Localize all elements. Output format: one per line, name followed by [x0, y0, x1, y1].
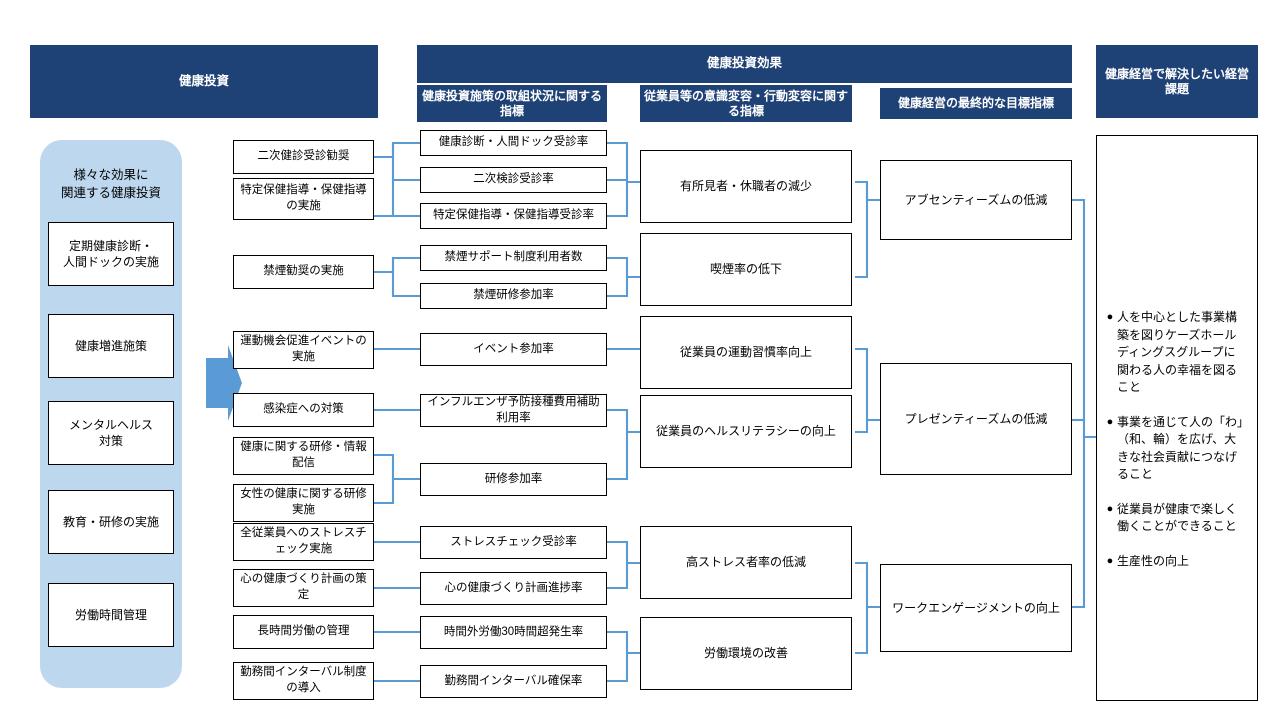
behavior-box-2[interactable]: 従業員の運動習慣率向上 — [640, 316, 852, 389]
measure-box-9[interactable]: 長時間労働の管理 — [233, 615, 374, 649]
investment-item-2[interactable]: メンタルヘルス 対策 — [48, 401, 174, 465]
issue-item-3-text: 生産性の向上 — [1117, 553, 1190, 568]
investment-item-0-line1: 定期健康診断・ — [68, 238, 153, 253]
behavior-box-3[interactable]: 従業員のヘルスリテラシーの向上 — [640, 395, 852, 468]
measure-box-1[interactable]: 特定保健指導・保健指導の実施 — [233, 178, 374, 220]
investment-panel-title-line1: 様々な効果に — [73, 168, 149, 182]
investment-item-0-line2: 人間ドックの実施 — [62, 255, 159, 269]
investment-panel-title-line2: 関連する健康投資 — [60, 186, 161, 201]
goal-box-2[interactable]: ワークエンゲージメントの向上 — [880, 564, 1072, 652]
banner-col-behavior: 従業員等の意識変容・行動変容に関する指標 — [640, 85, 852, 122]
measure-box-3[interactable]: 運動機会促進イベントの実施 — [233, 331, 374, 369]
behavior-box-4[interactable]: 高ストレス者率の低減 — [640, 526, 852, 599]
measure-box-4[interactable]: 感染症への対策 — [233, 393, 374, 427]
indicator-box-8[interactable]: ストレスチェック受診率 — [420, 526, 607, 559]
indicator-box-0[interactable]: 健康診断・人間ドック受診率 — [420, 130, 607, 156]
measure-box-6[interactable]: 女性の健康に関する研修実施 — [233, 484, 374, 522]
investment-item-4[interactable]: 労働時間管理 — [48, 583, 174, 647]
indicator-box-7[interactable]: 研修参加率 — [420, 463, 607, 496]
issue-item-2: ● 従業員が健康で楽しく働くことができること — [1103, 501, 1247, 536]
issue-item-0: ● 人を中心とした事業構築を図りケーズホールディングスグループに関わる人の幸福を… — [1103, 309, 1247, 397]
measure-box-5[interactable]: 健康に関する研修・情報配信 — [233, 437, 374, 475]
issue-item-2-text: 従業員が健康で楽しく働くことができること — [1117, 501, 1238, 534]
bullet-icon: ● — [1106, 554, 1114, 567]
behavior-box-0[interactable]: 有所見者・休職者の減少 — [640, 150, 852, 223]
investment-item-0[interactable]: 定期健康診断・ 人間ドックの実施 — [48, 222, 174, 286]
banner-col-issues: 健康経営で解決したい経営課題 — [1096, 45, 1258, 118]
goal-box-1[interactable]: プレゼンティーズムの低減 — [880, 363, 1072, 475]
indicator-box-3[interactable]: 禁煙サポート制度利用者数 — [420, 245, 607, 271]
bullet-icon: ● — [1106, 415, 1114, 428]
issue-item-3: ● 生産性の向上 — [1103, 553, 1247, 571]
bullet-icon: ● — [1106, 502, 1114, 515]
indicator-box-1[interactable]: 二次検診受診率 — [420, 167, 607, 193]
indicator-box-5[interactable]: イベント参加率 — [420, 333, 607, 366]
indicator-box-11[interactable]: 勤務間インターバル確保率 — [420, 665, 607, 698]
investment-item-2-line1: メンタルヘルス — [68, 417, 153, 432]
investment-item-1-label: 健康増進施策 — [74, 338, 147, 353]
indicator-box-9[interactable]: 心の健康づくり計画進捗率 — [420, 572, 607, 605]
investment-item-3-label: 教育・研修の実施 — [62, 514, 159, 529]
banner-effect: 健康投資効果 — [417, 45, 1072, 83]
measure-box-8[interactable]: 心の健康づくり計画の策定 — [233, 569, 374, 607]
indicator-box-6[interactable]: インフルエンザ予防接種費用補助利用率 — [420, 394, 607, 427]
bullet-icon: ● — [1106, 311, 1114, 323]
measure-box-7[interactable]: 全従業員へのストレスチェック実施 — [233, 523, 374, 561]
goal-box-0[interactable]: アブセンティーズムの低減 — [880, 160, 1072, 240]
investment-item-4-label: 労働時間管理 — [74, 607, 147, 622]
indicator-box-2[interactable]: 特定保健指導・保健指導受診率 — [420, 203, 607, 229]
issue-item-1-text: 事業を通じて人の「わ」（和、輪）を広げ、大きな社会貢献につなげること — [1117, 414, 1244, 482]
issues-panel: ● 人を中心とした事業構築を図りケーズホールディングスグループに関わる人の幸福を… — [1096, 135, 1258, 701]
issue-item-0-text: 人を中心とした事業構築を図りケーズホールディングスグループに関わる人の幸福を図る… — [1117, 310, 1238, 395]
investment-item-2-line2: 対策 — [98, 434, 123, 448]
issue-item-1: ● 事業を通じて人の「わ」（和、輪）を広げ、大きな社会貢献につなげること — [1103, 414, 1247, 484]
investment-item-1[interactable]: 健康増進施策 — [48, 314, 174, 378]
measure-box-2[interactable]: 禁煙勧奨の実施 — [233, 255, 374, 289]
banner-col-measures: 健康投資施策の取組状況に関する指標 — [417, 85, 607, 122]
measure-box-10[interactable]: 勤務間インターバル制度の導入 — [233, 662, 374, 700]
measure-box-0[interactable]: 二次健診受診勧奨 — [233, 140, 374, 174]
behavior-box-1[interactable]: 喫煙率の低下 — [640, 233, 852, 306]
banner-col-final: 健康経営の最終的な目標指標 — [880, 88, 1072, 119]
investment-item-3[interactable]: 教育・研修の実施 — [48, 490, 174, 554]
investment-panel-title: 様々な効果に 関連する健康投資 — [40, 166, 182, 202]
behavior-box-5[interactable]: 労働環境の改善 — [640, 617, 852, 690]
indicator-box-4[interactable]: 禁煙研修参加率 — [420, 283, 607, 309]
banner-investment: 健康投資 — [30, 45, 378, 118]
indicator-box-10[interactable]: 時間外労働30時間超発生率 — [420, 616, 607, 649]
